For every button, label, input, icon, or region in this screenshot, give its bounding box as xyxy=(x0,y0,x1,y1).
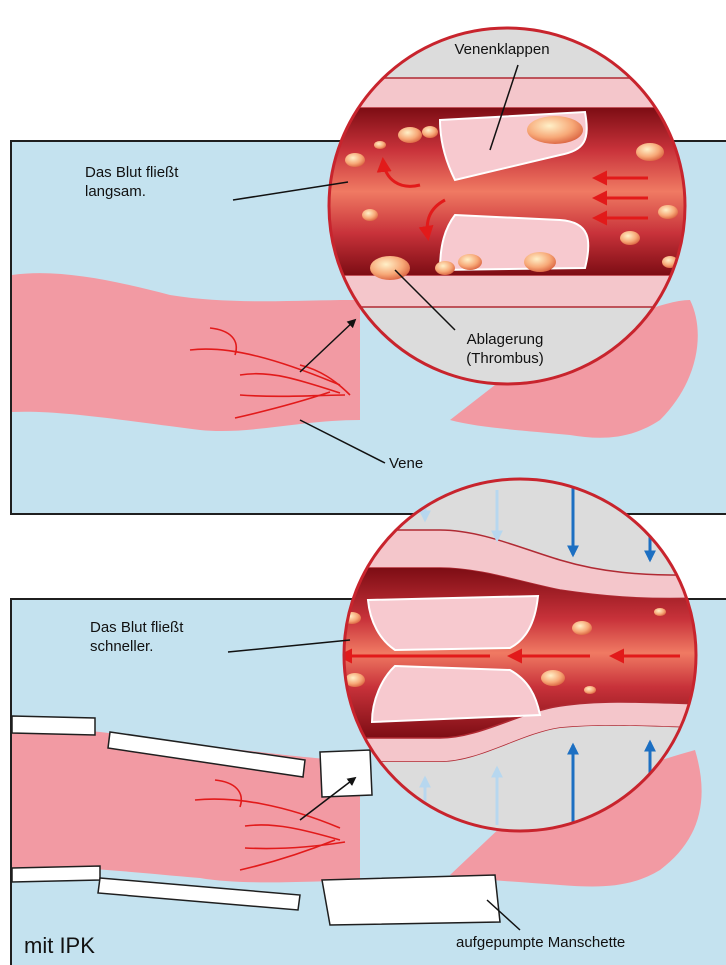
label-blood-slow-line1: Das Blut fließt xyxy=(85,163,178,182)
label-blood-fast-line1: Das Blut fließt xyxy=(90,618,183,637)
label-venenklappen: Venenklappen xyxy=(437,40,567,59)
label-cuff: aufgepumpte Manschette xyxy=(456,933,625,952)
caption-with-ipk: mit IPK xyxy=(24,934,95,958)
label-deposit-line2: (Thrombus) xyxy=(435,349,575,368)
label-vein: Vene xyxy=(389,454,423,473)
label-deposit-line1: Ablagerung xyxy=(435,330,575,349)
label-blood-slow-line2: langsam. xyxy=(85,182,146,201)
label-blood-fast-line2: schneller. xyxy=(90,637,153,656)
